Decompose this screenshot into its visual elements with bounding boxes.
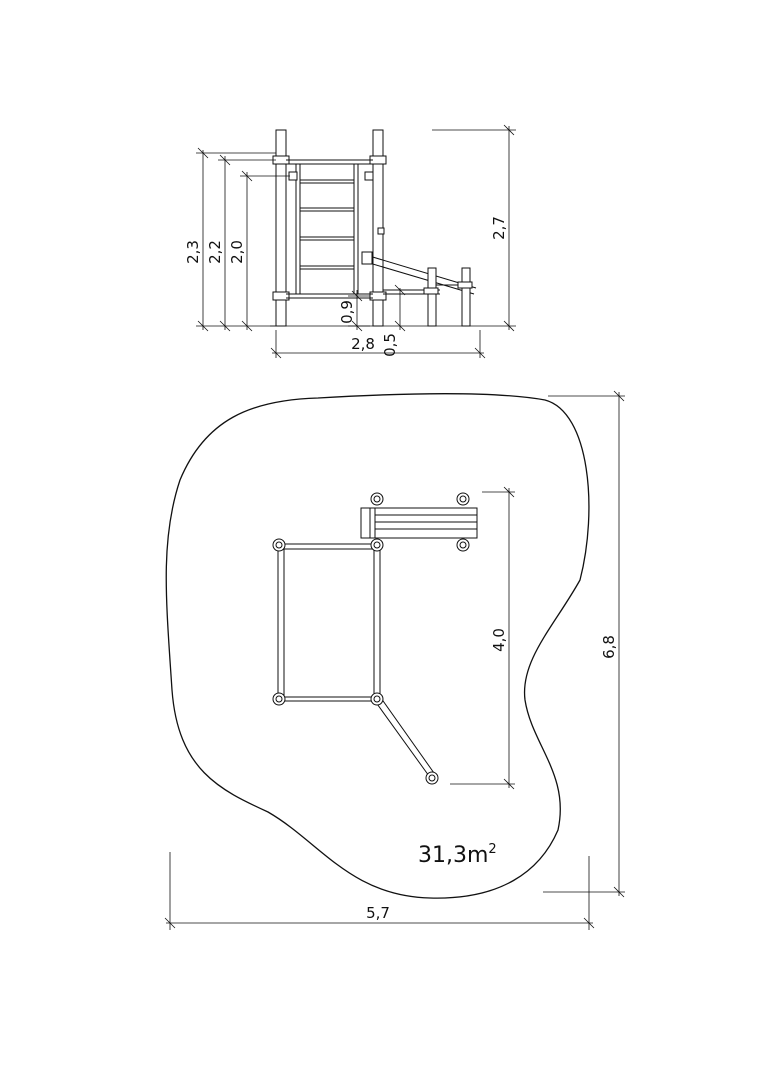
dim-overall-depth: 6,8 — [600, 635, 618, 659]
elevation-view: 2,3 2,2 2,0 0,9 0,5 2,7 — [184, 124, 516, 359]
plan-climbing-frame — [277, 543, 381, 702]
plan-overall-width-dimension — [164, 852, 595, 930]
dim-platform-height: 0,9 — [338, 300, 356, 324]
elevation-platform-dimension — [348, 290, 370, 332]
elevation-height-dimensions — [196, 147, 290, 332]
area-value: 31,3m — [418, 843, 488, 868]
plan-diagonal-bar — [374, 697, 435, 777]
elevation-ladder — [288, 164, 374, 294]
elevation-total-height-dimension — [432, 124, 516, 332]
plan-view: 4,0 6,8 5,7 31,3m2 — [164, 390, 625, 930]
elevation-left-post — [272, 129, 290, 327]
plan-depth-dimension — [450, 486, 515, 790]
dim-height-outer: 2,3 — [184, 240, 202, 264]
elevation-step-dimension — [394, 284, 406, 332]
dim-depth: 4,0 — [490, 628, 508, 652]
plan-overall-depth-dimension — [543, 390, 625, 898]
plan-posts — [272, 492, 470, 785]
elevation-rails — [286, 159, 373, 299]
dim-height-mid: 2,2 — [206, 240, 224, 264]
dim-overall-width: 5,7 — [366, 904, 390, 922]
dim-step-height: 0,5 — [381, 333, 399, 357]
plan-bench — [360, 507, 478, 539]
dim-height-inner: 2,0 — [228, 240, 246, 264]
area-label: 31,3m2 — [418, 842, 497, 868]
safety-area-outline — [165, 393, 590, 899]
dim-total-height: 2,7 — [490, 216, 508, 240]
area-unit-superscript: 2 — [488, 842, 496, 857]
elevation-ramp — [361, 227, 477, 327]
elevation-width-dimension — [270, 330, 486, 359]
dim-width: 2,8 — [351, 335, 375, 353]
